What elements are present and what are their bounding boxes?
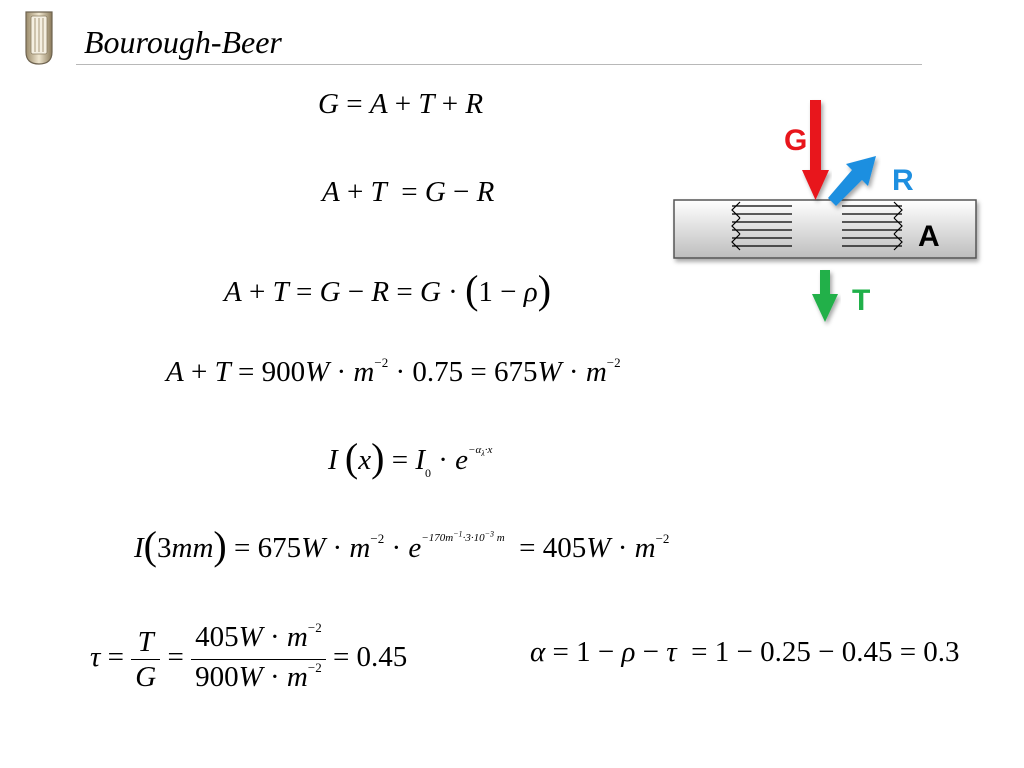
absorbing-slab	[673, 199, 977, 259]
title-divider	[76, 64, 922, 65]
label-A: A	[918, 220, 940, 253]
equation-8: α = 1 − ρ − τ = 1 − 0.25 − 0.45 = 0.3	[530, 636, 960, 668]
label-G: G	[784, 124, 808, 157]
transmitted-arrow-T	[812, 270, 838, 322]
absorption-lines-left	[731, 201, 792, 251]
logo-icon	[25, 11, 53, 65]
equation-3: A + T = G − R = G · (1 − ρ)	[224, 267, 552, 312]
equation-5: I (x) = I0 · e−αλ·x	[328, 435, 493, 481]
absorption-lines-right	[842, 201, 903, 251]
incident-arrow-G	[802, 100, 829, 200]
equation-1: G = A + T + R	[318, 88, 484, 120]
equation-2: A + T = G − R	[322, 176, 495, 208]
reflected-arrow-R	[828, 156, 876, 206]
diagram-graphic	[673, 100, 977, 322]
slide-title: Bourough-Beer	[84, 24, 282, 60]
radiation-diagram: G R A T	[668, 96, 988, 328]
label-T: T	[852, 284, 871, 317]
equation-6: I(3mm) = 675W · m−2 · e−170m−1·3·10−3 m …	[134, 523, 670, 568]
label-R: R	[892, 164, 914, 197]
equation-4: A + T = 900W · m−2 · 0.75 = 675W · m−2	[166, 355, 621, 388]
